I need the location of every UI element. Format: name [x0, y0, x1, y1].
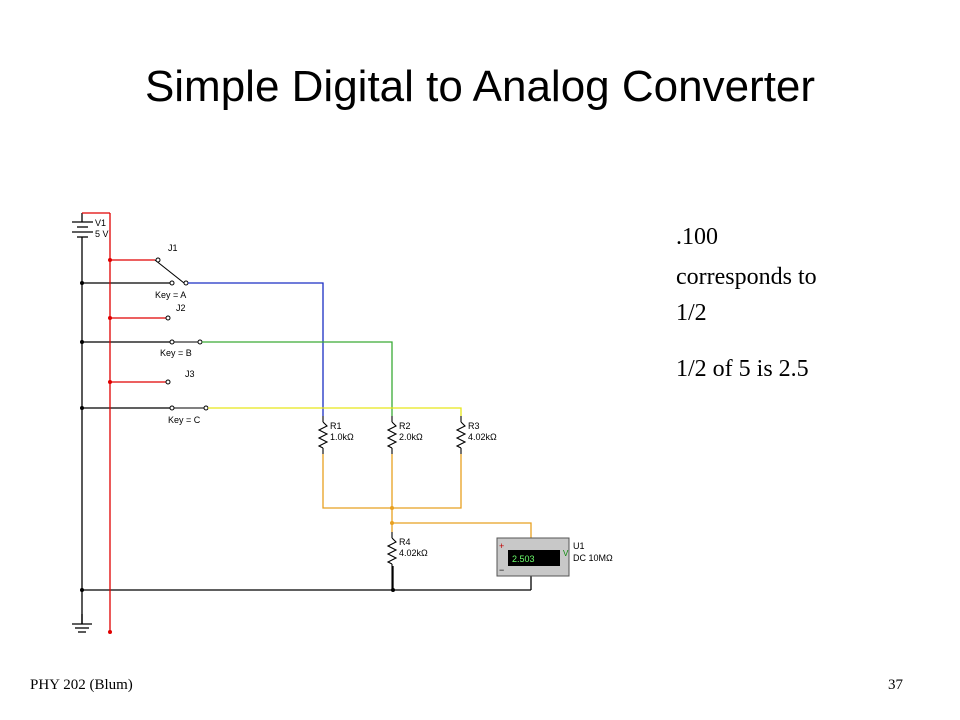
battery-v1-symbol [72, 213, 93, 238]
meter-name: U1 [573, 541, 585, 551]
switch-j2-name: J2 [176, 303, 186, 313]
ground-icon [72, 614, 92, 633]
footer-course: PHY 202 (Blum) [30, 677, 133, 693]
switch-j1-key: Key = A [155, 290, 186, 300]
meter-mode: DC 10MΩ [573, 553, 613, 563]
r1-value: 1.0kΩ [330, 432, 354, 442]
r3-name: R3 [468, 421, 480, 431]
meter-plus-terminal: + [499, 541, 504, 551]
note-line-1: .100 [676, 224, 718, 250]
r2-name: R2 [399, 421, 411, 431]
note-line-4: 1/2 of 5 is 2.5 [676, 356, 809, 382]
resistor-r1 [317, 416, 329, 454]
note-line-2: corresponds to [676, 264, 817, 290]
switch-j1-name: J1 [168, 243, 178, 253]
r3-value: 4.02kΩ [468, 432, 497, 442]
junction-dots [80, 258, 395, 634]
switch-j3-name: J3 [185, 369, 195, 379]
orange-summing-wire [322, 454, 532, 538]
resistor-r2 [386, 416, 398, 454]
slide-title: Simple Digital to Analog Converter [144, 62, 816, 111]
r1-name: R1 [330, 421, 342, 431]
yellow-wire [208, 407, 462, 416]
switch-j3-key: Key = C [168, 415, 201, 425]
r4-value: 4.02kΩ [399, 548, 428, 558]
ground-rail [81, 237, 532, 624]
r2-value: 2.0kΩ [399, 432, 423, 442]
switch-j1 [154, 257, 189, 286]
resistor-r3 [455, 416, 467, 454]
switch-j2 [165, 315, 203, 345]
resistor-r4 [386, 532, 398, 590]
note-line-3: 1/2 [676, 300, 707, 326]
voltmeter-u1 [496, 537, 570, 577]
source-name-label: V1 [95, 218, 106, 228]
meter-minus-terminal: − [499, 565, 504, 575]
meter-reading: 2.503 [512, 554, 535, 564]
switch-j3 [165, 379, 209, 411]
meter-unit: V [563, 549, 569, 558]
supply-rail [109, 213, 168, 632]
source-value-label: 5 V [95, 229, 109, 239]
switch-j2-key: Key = B [160, 348, 192, 358]
r4-name: R4 [399, 537, 411, 547]
blue-wire [188, 282, 324, 416]
page-number: 37 [888, 677, 903, 693]
green-wire [202, 341, 393, 416]
